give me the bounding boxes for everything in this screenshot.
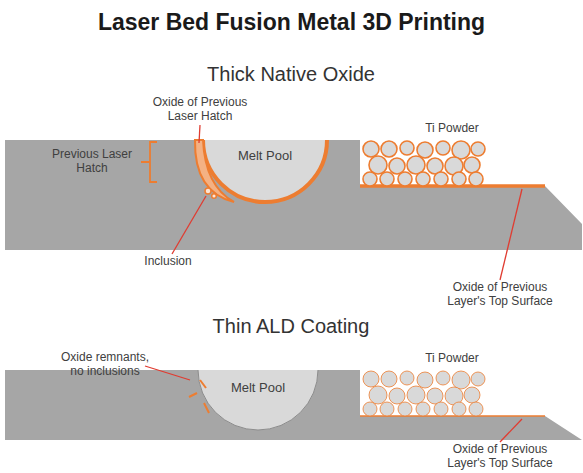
powder-particle bbox=[363, 172, 377, 186]
powder-particle bbox=[469, 172, 483, 186]
powder-particle bbox=[417, 142, 433, 158]
powder-particle bbox=[389, 388, 405, 404]
callout-label: Oxide remnants, no inclusions bbox=[55, 350, 155, 379]
powder-particle bbox=[400, 371, 414, 385]
powder-particle bbox=[464, 157, 480, 173]
node-label: Melt Pool bbox=[198, 380, 318, 396]
node-label: Melt Pool bbox=[203, 148, 327, 164]
melt-pool-fill bbox=[198, 370, 318, 430]
callout-label: Oxide of Previous Laser Hatch bbox=[144, 95, 256, 124]
callout-label: Inclusion bbox=[128, 254, 208, 268]
melt-pool-outline bbox=[198, 370, 318, 430]
leader-line bbox=[500, 419, 522, 442]
powder-particle bbox=[407, 386, 425, 404]
callout-label: Previous Laser Hatch bbox=[46, 147, 138, 176]
powder-particle bbox=[380, 172, 394, 186]
powder-particle bbox=[434, 402, 448, 416]
melt-pool-fill bbox=[203, 140, 327, 202]
powder-particle bbox=[436, 141, 450, 155]
powder-particle bbox=[369, 386, 387, 404]
leader-line bbox=[145, 366, 190, 380]
callout-label: Oxide of Previous Layer's Top Surface bbox=[439, 442, 561, 471]
powder-particle bbox=[434, 172, 448, 186]
leader-line bbox=[199, 125, 200, 143]
powder-particle bbox=[381, 371, 397, 387]
powder-particle bbox=[452, 371, 470, 389]
callout-label: Oxide of Previous Layer's Top Surface bbox=[439, 280, 561, 309]
powder-particle bbox=[380, 402, 394, 416]
powder-particle bbox=[369, 156, 387, 174]
melt-pool: Melt Pool bbox=[203, 140, 327, 202]
melt-pool-shape bbox=[198, 370, 318, 434]
powder-particle bbox=[398, 402, 412, 416]
oxide-remnant bbox=[189, 393, 197, 397]
leader-line bbox=[500, 189, 522, 280]
powder-particle bbox=[427, 388, 443, 404]
inclusion-particle bbox=[212, 194, 217, 199]
powder-particle bbox=[363, 371, 379, 387]
powder-particle bbox=[436, 371, 450, 385]
panel-heading: Thick Native Oxide bbox=[151, 62, 431, 86]
powder-particle bbox=[416, 172, 430, 186]
panel-heading: Thin ALD Coating bbox=[151, 314, 431, 338]
powder-particle bbox=[452, 172, 466, 186]
powder-particle bbox=[452, 402, 466, 416]
callout-label: Ti Powder bbox=[402, 351, 502, 365]
powder-particle bbox=[469, 402, 483, 416]
powder-particle bbox=[381, 141, 397, 157]
substrate bbox=[5, 140, 582, 250]
powder-particle bbox=[363, 141, 379, 157]
powder-particle bbox=[417, 372, 433, 388]
melt-pool: Melt Pool bbox=[198, 370, 318, 430]
powder-particle bbox=[398, 172, 412, 186]
powder-particle bbox=[464, 387, 480, 403]
melt-pool-outline bbox=[203, 140, 327, 202]
powder-particle bbox=[471, 142, 485, 156]
leader-line bbox=[172, 196, 206, 254]
powder-particle bbox=[416, 402, 430, 416]
callout-label: Ti Powder bbox=[402, 121, 502, 135]
substrate bbox=[5, 370, 582, 440]
powder-particle bbox=[471, 372, 485, 386]
hatch-bracket bbox=[141, 142, 157, 182]
diagram-title: Laser Bed Fusion Metal 3D Printing bbox=[20, 9, 563, 37]
powder-particle bbox=[400, 141, 414, 155]
powder-particle bbox=[363, 402, 377, 416]
inclusion-particle bbox=[205, 188, 211, 194]
